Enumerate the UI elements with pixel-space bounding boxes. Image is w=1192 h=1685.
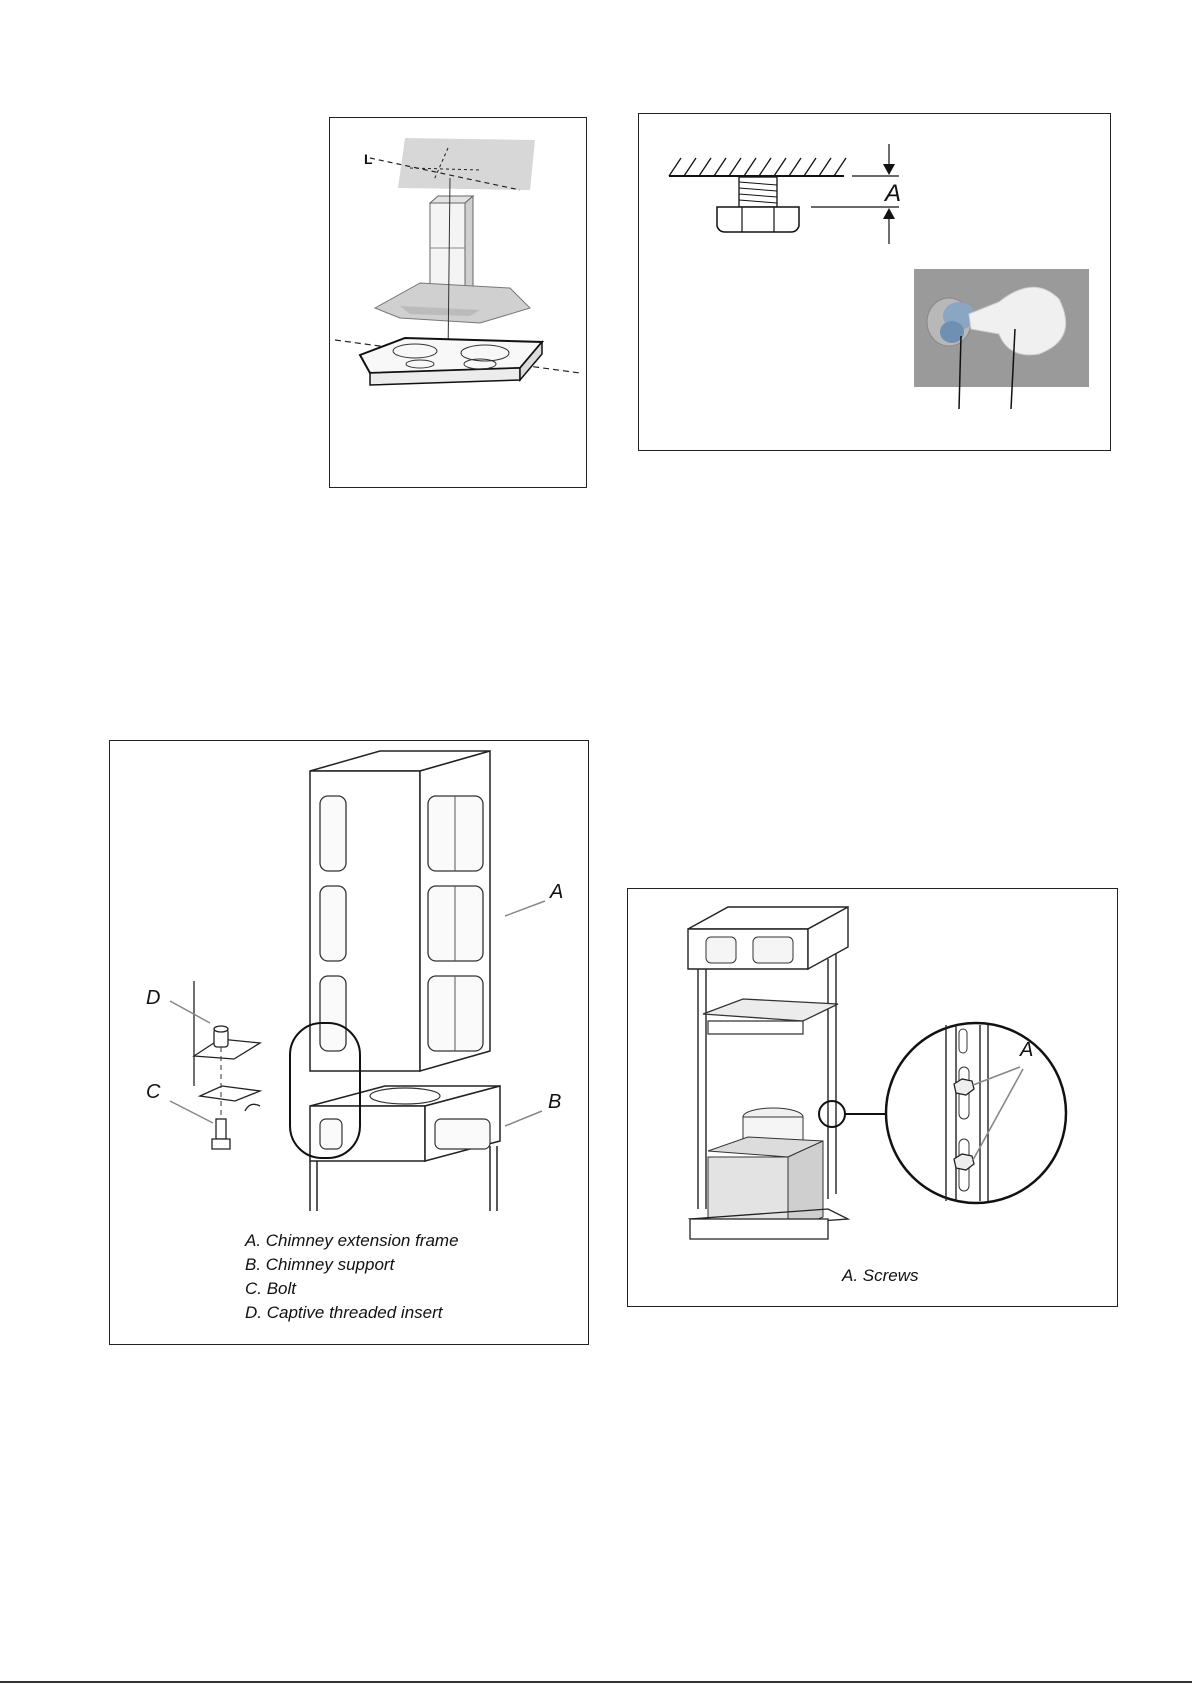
label-a-screws: A [1020, 1039, 1033, 1062]
legend-item-d: D. Captive threaded insert [245, 1301, 459, 1325]
figure-screws: A A. Screws [627, 888, 1118, 1307]
label-c-bolt: C [146, 1081, 160, 1104]
figure4-legend: A. Screws [842, 1266, 919, 1286]
ceiling-bolt-illustration [639, 114, 1109, 449]
page-bottom-rule [0, 1681, 1192, 1683]
figure3-legend: A. Chimney extension frame B. Chimney su… [245, 1229, 459, 1325]
label-a-dimension: A [885, 180, 901, 208]
screws-illustration [628, 889, 1116, 1305]
legend-item-a: A. Chimney extension frame [245, 1229, 459, 1253]
figure-ceiling-bolt: A [638, 113, 1111, 451]
label-l: L [364, 151, 373, 167]
label-a-frame: A [550, 881, 563, 904]
hood-alignment-illustration [330, 118, 585, 486]
label-b-support: B [548, 1091, 561, 1114]
legend-item-b: B. Chimney support [245, 1253, 459, 1277]
legend-item-c: C. Bolt [245, 1277, 459, 1301]
figure-chimney-extension: A B D C A. Chimney extension frame B. Ch… [109, 740, 589, 1345]
label-d-insert: D [146, 987, 160, 1010]
figure-hood-alignment: L [329, 117, 587, 488]
